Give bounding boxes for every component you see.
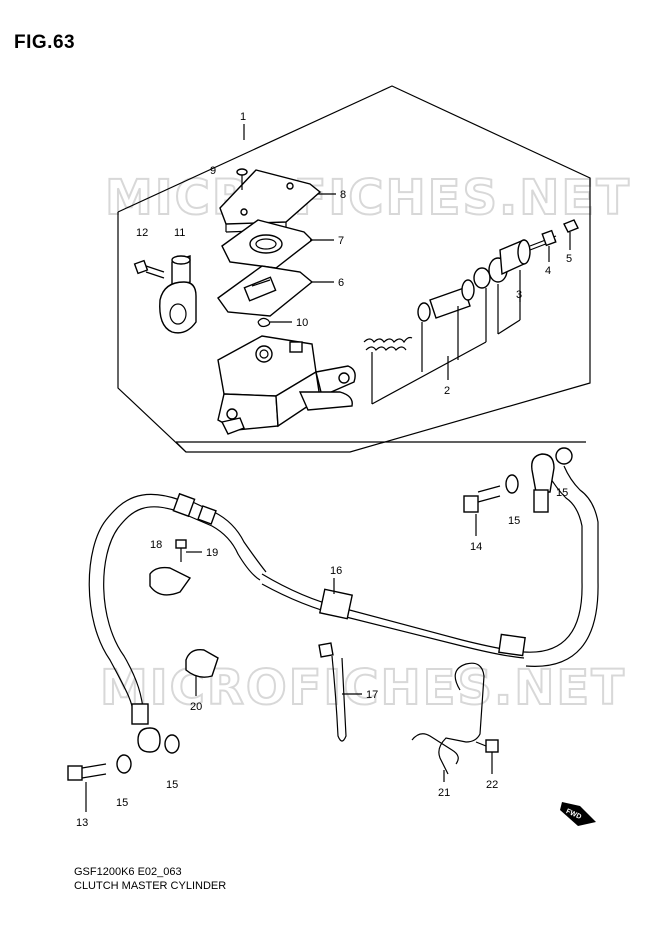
callout-7: 7 [338, 235, 344, 247]
bracket-bolt [175, 539, 187, 562]
guide-bolt [475, 739, 499, 753]
callout-2: 2 [444, 385, 450, 397]
callout-22: 22 [486, 779, 498, 791]
clamp-bolt [133, 259, 165, 279]
callout-19: 19 [206, 547, 218, 559]
small-clip [257, 317, 271, 328]
piston-assembly [363, 257, 508, 405]
callout-15-d: 15 [166, 779, 178, 791]
callout-3: 3 [516, 289, 522, 301]
callout-15-a: 15 [508, 515, 520, 527]
callout-9: 9 [210, 165, 216, 177]
callout-14: 14 [470, 541, 482, 553]
union-bolt-lower [67, 763, 107, 781]
reservoir-plate [217, 265, 314, 317]
washer-lower-right [164, 734, 180, 754]
handlebar-clamp [159, 255, 197, 334]
callout-21: 21 [438, 787, 450, 799]
dust-boot [497, 239, 531, 335]
leader-lines [85, 124, 571, 812]
washer-upper-right [555, 447, 573, 465]
cable-tie [318, 642, 347, 742]
push-rod [529, 229, 557, 251]
callout-8: 8 [340, 189, 346, 201]
callout-13: 13 [76, 817, 88, 829]
washer-lower-left [116, 754, 132, 774]
union-bolt-upper [463, 485, 501, 513]
master-cylinder-body [217, 335, 356, 435]
push-rod-nut [563, 219, 579, 233]
callout-11: 11 [174, 227, 185, 239]
assembly-outline [117, 85, 591, 453]
callout-16: 16 [330, 565, 342, 577]
diaphragm [221, 219, 314, 269]
callout-10: 10 [296, 317, 308, 329]
callout-15-b: 15 [556, 487, 568, 499]
hose-clamp [318, 588, 354, 620]
hose-clip [185, 649, 219, 678]
diagram-code: GSF1200K6 E02_063 [74, 866, 182, 878]
cap-screw [236, 168, 248, 190]
hose-bracket [149, 566, 192, 596]
figure-title: FIG.63 [14, 32, 76, 53]
reservoir-cap [219, 169, 322, 233]
callout-6: 6 [338, 277, 344, 289]
callout-5: 5 [566, 253, 572, 265]
washer-upper-left [505, 474, 519, 494]
callout-1: 1 [240, 111, 246, 123]
callout-4: 4 [545, 265, 551, 277]
watermark-top: MICROFICHES.NET [105, 170, 631, 226]
forward-arrow-icon: FWD [560, 802, 596, 826]
hose-guide [438, 662, 485, 775]
callout-18: 18 [150, 539, 162, 551]
callout-12: 12 [136, 227, 148, 239]
callout-17: 17 [366, 689, 378, 701]
callout-20: 20 [190, 701, 202, 713]
watermark-bottom: MICROFICHES.NET [100, 660, 626, 716]
callout-15-c: 15 [116, 797, 128, 809]
diagram-caption: CLUTCH MASTER CYLINDER [74, 880, 227, 892]
clutch-hose [88, 453, 599, 753]
